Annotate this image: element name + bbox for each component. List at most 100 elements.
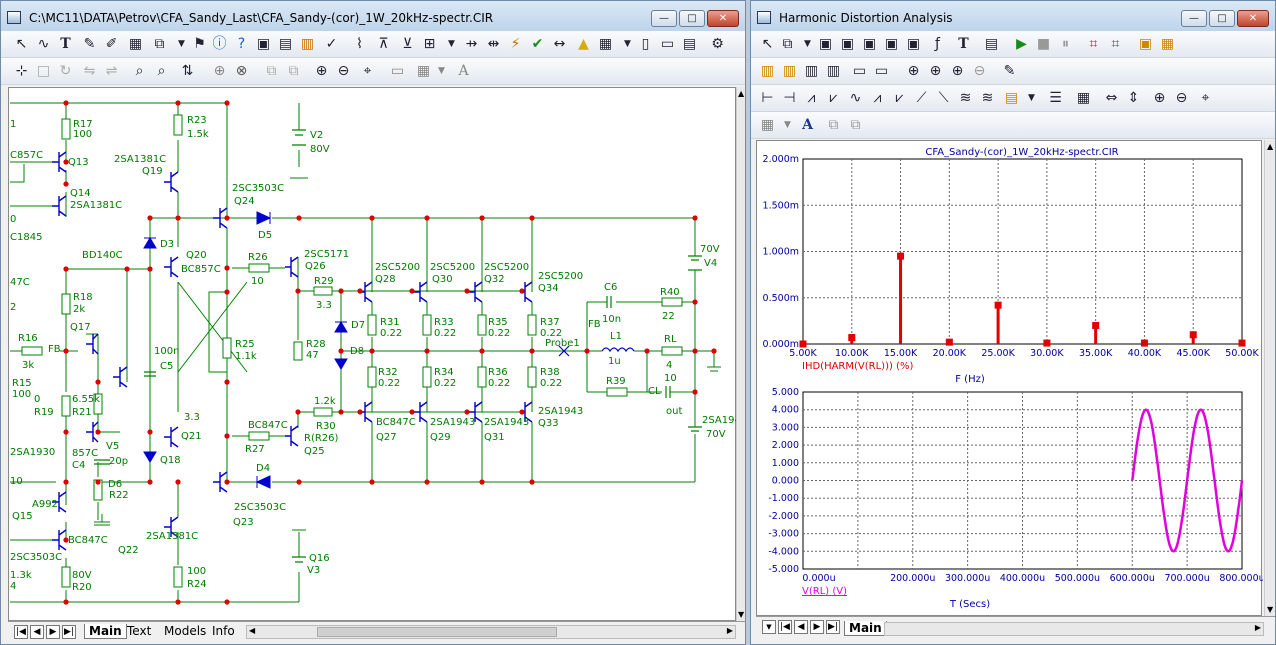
plot-hscroll[interactable]: ▶ [884,622,1264,636]
rotate-icon[interactable]: ↻ [59,63,72,79]
find-icon[interactable]: ⌕ [135,63,144,79]
close-button-2[interactable]: ✕ [1237,10,1269,27]
component-icon[interactable]: ▦ [128,36,143,52]
grid-icon[interactable]: ▥ [300,36,315,52]
page-1-icon[interactable]: ▥ [760,63,775,79]
zoom-fit-icon-2[interactable]: ⌖ [1201,90,1210,106]
global-high-icon[interactable]: ⩘ [873,90,882,106]
text-tool-icon[interactable]: T [60,36,71,52]
stop-icon[interactable]: ⊗ [235,63,248,79]
zoom-out-icon-2[interactable]: ⊖ [1175,90,1188,106]
currents-icon[interactable]: ⊻ [402,36,413,52]
copy-icon-2[interactable]: ⧉ [782,36,793,52]
table-icon[interactable]: ▦ [1076,90,1091,106]
zoom-icon[interactable]: ⊕ [907,63,920,79]
tab-main[interactable]: Main [84,624,127,639]
check-icon[interactable]: ✔ [531,36,544,52]
close-button[interactable]: ✕ [707,10,739,27]
node-numbers-icon[interactable]: ⌇ [356,36,363,52]
bottom-icon[interactable]: ⟍ [938,90,949,106]
select-arrow-icon-2[interactable]: ↖ [761,36,774,52]
valley-icon[interactable]: ⊣ [783,90,796,106]
fit-x-icon[interactable]: ⇔ [1105,90,1118,106]
properties-icon[interactable]: ✓ [325,36,338,52]
junction-icon[interactable]: ⇹ [487,36,500,52]
plot-icon[interactable]: ▣ [1138,36,1153,52]
scale-2-icon[interactable]: ▣ [840,36,855,52]
plot-tab-dropdown[interactable]: ▼ [762,620,776,634]
horizontal-scrollbar[interactable]: ◀ ▶ [246,625,736,639]
minimize-button-2[interactable]: — [1181,10,1207,27]
dropdown-icon-2[interactable]: ▼ [448,39,455,49]
ungroup-icon-2[interactable]: ⧉ [850,117,861,133]
zoom-out-icon[interactable]: ⊖ [337,63,350,79]
cursor-2-icon[interactable]: ⌗ [1111,36,1120,52]
high-icon[interactable]: ⩘ [807,90,816,106]
dropdown-icon-6[interactable]: ▼ [1028,93,1035,103]
tiles-icon-2[interactable]: ▦ [760,117,775,133]
text-icon-2[interactable]: T [958,36,969,52]
scroll-right-arrow[interactable]: ▶ [726,626,733,635]
wire-icon[interactable]: ∿ [37,36,50,52]
edit-icon[interactable]: ▤ [278,36,293,52]
plot-scroll-up[interactable]: ▲ [1267,142,1274,151]
minimize-button[interactable]: — [651,10,677,27]
dropdown-icon[interactable]: ▼ [178,39,185,49]
tiles-icon[interactable]: ▦ [416,63,431,79]
peak-icon[interactable]: ⊢ [761,90,774,106]
zoom-3-icon[interactable]: ⊕ [951,63,964,79]
down-icon[interactable]: ⊕ [213,63,226,79]
scroll-down-arrow[interactable]: ▼ [738,610,745,619]
properties-icon-2[interactable]: ▤ [984,36,999,52]
plot-drawing[interactable]: CFA_Sandy-(cor)_1W_20kHz-spectr.CIR 5.00… [757,141,1265,617]
zoom-fit-icon[interactable]: ⌖ [363,63,372,79]
inflection-icon[interactable]: ∿ [849,90,862,106]
warning-icon[interactable]: ▲ [578,36,589,52]
help-icon[interactable]: ? [237,36,246,52]
copy-icon[interactable]: ⧉ [154,36,165,52]
flip-y-icon[interactable]: ⇌ [105,63,118,79]
cursor-icon[interactable]: ⌗ [1089,36,1098,52]
grid-toggle-icon[interactable]: ⊹ [15,63,28,79]
sort-icon[interactable]: ⇅ [181,63,194,79]
dropdown-icon-4[interactable]: ▼ [438,66,445,76]
top-icon[interactable]: ⟋ [916,90,927,106]
global-low-icon[interactable]: ⩗ [895,90,904,106]
flip-x-icon[interactable]: ⇋ [83,63,96,79]
arrows-icon[interactable]: ↔ [553,36,566,52]
select-arrow-icon[interactable]: ↖ [15,36,28,52]
layers-icon[interactable]: ▤ [682,36,697,52]
brush-icon[interactable]: ✐ [105,36,118,52]
plot-scroll-down[interactable]: ▼ [1267,605,1274,614]
fit-y-icon[interactable]: ⇕ [1127,90,1140,106]
scale-3-icon[interactable]: ▣ [862,36,877,52]
plot-tab-main[interactable]: Main [844,621,887,636]
page-view-icon[interactable]: ▭ [660,36,675,52]
plot-first-button[interactable]: |◀ [778,620,792,634]
group-icon-2[interactable]: ⧉ [828,117,839,133]
tab-models[interactable]: Models [164,624,207,638]
plot-last-button[interactable]: ▶| [826,620,840,634]
pin-icon[interactable]: ⇸ [465,36,478,52]
scroll-thumb[interactable] [317,627,557,637]
info-icon[interactable]: ⓘ [212,36,227,52]
dropdown-icon-5[interactable]: ▼ [804,39,811,49]
settings-icon[interactable]: ⚙ [711,36,724,52]
plot-canvas[interactable]: CFA_Sandy-(cor)_1W_20kHz-spectr.CIR 5.00… [756,140,1265,617]
font-icon[interactable]: A [458,63,469,79]
grid-dots-icon[interactable]: ▦ [598,36,613,52]
layout-icon[interactable]: ▭ [852,63,867,79]
scroll-left-arrow[interactable]: ◀ [249,626,256,635]
last-page-button[interactable]: ▶| [62,625,76,639]
function-icon[interactable]: ƒ [935,36,940,52]
page-2-icon[interactable]: ▥ [782,63,797,79]
low-icon[interactable]: ⩗ [829,90,838,106]
harmonic-titlebar[interactable]: Harmonic Distortion Analysis — □ ✕ [751,1,1275,34]
slope-2-icon[interactable]: ≋ [981,90,994,106]
stop-icon-2[interactable]: ■ [1036,36,1051,52]
zoom-in-icon[interactable]: ⊕ [315,63,328,79]
node-voltages-icon[interactable]: ⊼ [378,36,389,52]
maximize-button-2[interactable]: □ [1209,10,1235,27]
page-3-icon[interactable]: ▥ [804,63,819,79]
